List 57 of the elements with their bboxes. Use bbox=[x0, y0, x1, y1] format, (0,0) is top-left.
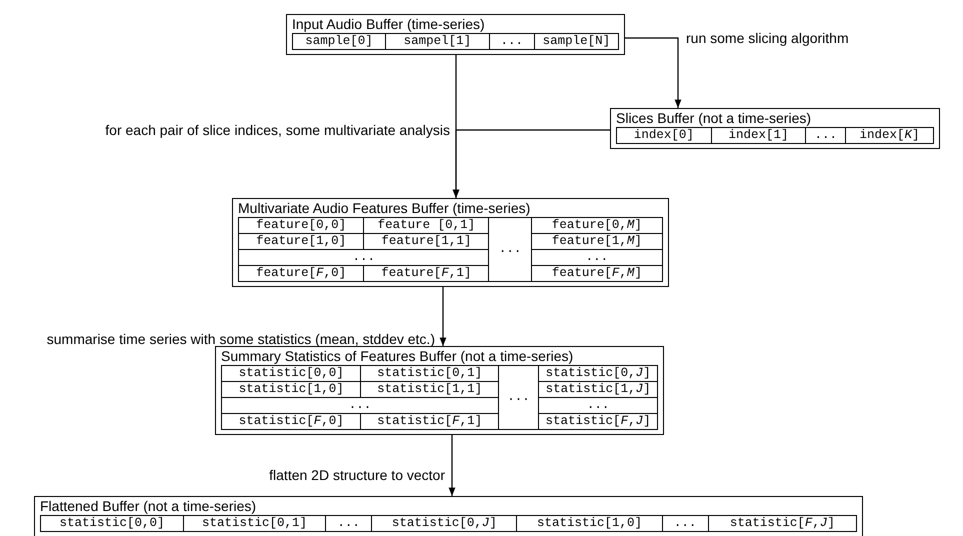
table-cell: ... bbox=[222, 398, 498, 413]
table-cell: sample[N] bbox=[534, 34, 618, 49]
table-cell: statistic[F,0] bbox=[222, 414, 360, 429]
arrow bbox=[448, 435, 456, 496]
buffer-box bbox=[610, 108, 940, 149]
table-cell: statistic[F,1] bbox=[361, 414, 498, 429]
table-cell: statistic[1,0] bbox=[222, 382, 360, 397]
buffer-box bbox=[215, 346, 664, 435]
table-cell: ... bbox=[489, 218, 531, 281]
table-cell: statistic[F,J] bbox=[708, 516, 856, 531]
table-cell: index[K] bbox=[846, 128, 933, 143]
table-cell: statistic[0,J] bbox=[372, 516, 516, 531]
table-cell: statistic[1,0] bbox=[517, 516, 662, 531]
table-cell: sample[0] bbox=[293, 34, 385, 49]
edge-label: flatten 2D structure to vector bbox=[267, 467, 447, 483]
table-cell: statistic[0,0] bbox=[41, 516, 184, 531]
arrow bbox=[625, 37, 682, 108]
table-cell: statistic[0,1] bbox=[361, 366, 498, 381]
table-cell: statistic[1,J] bbox=[539, 382, 657, 397]
table-cell: statistic[0,0] bbox=[222, 366, 360, 381]
table-cell: ... bbox=[662, 516, 708, 531]
table-cell: feature[F,0] bbox=[239, 266, 364, 281]
table-cell: statistic[0,1] bbox=[184, 516, 326, 531]
table-cell: feature[F,M] bbox=[532, 266, 662, 281]
table-cell: ... bbox=[806, 128, 846, 143]
table-cell: statistic[0,J] bbox=[539, 366, 657, 381]
buffer-title: Summary Statistics of Features Buffer (not a time-series) bbox=[221, 348, 574, 365]
table-cell: feature[1,0] bbox=[239, 234, 364, 249]
edge-label: for each pair of slice indices, some multivariate analysis bbox=[103, 122, 452, 138]
table-cell: feature[0,M] bbox=[532, 218, 662, 233]
table-cell: feature[1,1] bbox=[364, 234, 488, 249]
arrow bbox=[440, 287, 446, 346]
table-cell: ... bbox=[239, 250, 488, 265]
table-cell: statistic[F,J] bbox=[539, 414, 657, 429]
table-cell: ... bbox=[498, 366, 538, 429]
buffer-title: Flattened Buffer (not a time-series) bbox=[40, 498, 258, 515]
buffer-title: Slices Buffer (not a time-series) bbox=[616, 110, 812, 127]
table-cell: feature[1,M] bbox=[532, 234, 662, 249]
edge-label: summarise time series with some statistics (mean, stddev etc.) bbox=[44, 331, 437, 347]
table-cell: sampel[1] bbox=[386, 34, 489, 49]
table-cell: index[0] bbox=[617, 128, 711, 143]
buffer-box bbox=[232, 198, 669, 287]
table-cell: index[1] bbox=[712, 128, 806, 143]
table-cell: ... bbox=[326, 516, 372, 531]
table-cell: feature [0,1] bbox=[364, 218, 488, 233]
table-cell: ... bbox=[539, 398, 657, 413]
edge-label: run some slicing algorithm bbox=[684, 30, 851, 46]
buffer-title: Multivariate Audio Features Buffer (time-series) bbox=[238, 200, 532, 217]
arrow bbox=[452, 129, 610, 198]
table-cell: ... bbox=[532, 250, 662, 265]
buffer-title: Input Audio Buffer (time-series) bbox=[292, 16, 486, 33]
table-cell: ... bbox=[490, 34, 534, 49]
table-cell: feature[0,0] bbox=[239, 218, 364, 233]
buffer-box bbox=[286, 14, 625, 55]
table-cell: feature[F,1] bbox=[364, 266, 488, 281]
table-cell: statistic[1,1] bbox=[361, 382, 498, 397]
buffer-box bbox=[34, 496, 863, 536]
